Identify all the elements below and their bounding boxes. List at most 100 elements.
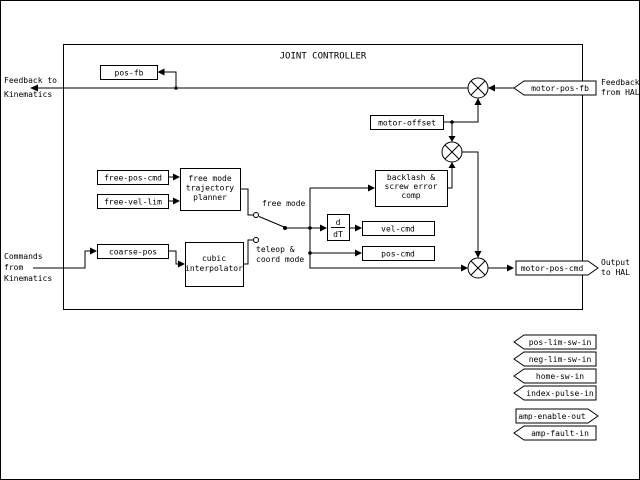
backlash-comp-line2: screw error xyxy=(385,182,438,191)
amp-fault-in-label: amp-fault-in xyxy=(531,429,589,438)
amp-fault-in-tag xyxy=(513,425,597,441)
wire-interpolator-to-switch xyxy=(243,239,253,265)
wire-offset-junction-to-output-junction xyxy=(462,151,479,252)
arrowhead-into-output-junction-left xyxy=(461,264,468,272)
block-trajectory-planner: free mode trajectory planner xyxy=(180,168,241,211)
motor-offset-box xyxy=(370,115,444,130)
mode-switch xyxy=(253,212,287,243)
junction-pos-fb-tap xyxy=(174,86,178,90)
wire-backlash-to-offset-junction xyxy=(447,167,453,189)
hal-pin-motor-pos-cmd: motor-pos-cmd xyxy=(515,260,599,276)
wire-planner-to-switch xyxy=(240,188,253,216)
derivative-denominator: dT xyxy=(333,230,343,239)
motor-offset-label: motor-offset xyxy=(378,119,436,128)
coarse-pos-box xyxy=(97,244,169,259)
cubic-interpolator-line1: cubic xyxy=(202,254,226,263)
free-vel-lim-label: free-vel-lim xyxy=(104,198,162,207)
offset-junction-x2 xyxy=(444,144,460,160)
feedback-to-kinematics-line2: Kinematics xyxy=(4,90,52,99)
hal-pin-amp-enable-out: amp-enable-out xyxy=(515,408,599,424)
arrowhead-feedback-left xyxy=(30,84,38,92)
output-junction-x2 xyxy=(470,260,486,276)
index-pulse-in-tag xyxy=(513,385,597,401)
trajectory-planner-line3: planner xyxy=(193,193,227,202)
block-free-vel-lim: free-vel-lim xyxy=(97,194,169,209)
output-to-hal-line1: Output xyxy=(601,258,630,267)
trajectory-planner-box xyxy=(180,168,241,211)
trajectory-planner-line2: trajectory xyxy=(186,184,234,193)
teleop-label-line2: coord mode xyxy=(256,255,304,264)
pos-fb-box xyxy=(100,65,158,80)
arrowhead-into-backlash xyxy=(368,184,375,192)
motor-pos-cmd-label: motor-pos-cmd xyxy=(521,264,584,273)
commands-from-kinematics-line3: Kinematics xyxy=(4,274,52,283)
backlash-comp-line1: backlash & xyxy=(387,173,435,182)
hal-pin-index-pulse-in: index-pulse-in xyxy=(513,385,597,401)
hal-pin-amp-fault-in: amp-fault-in xyxy=(513,425,597,441)
hal-pin-home-sw-in: home-sw-in xyxy=(513,368,597,384)
free-pos-cmd-box xyxy=(97,170,169,185)
arrowhead-into-planner-bottom xyxy=(173,197,180,205)
commands-from-kinematics-line2: from xyxy=(4,263,23,272)
pos-cmd-label: pos-cmd xyxy=(381,250,415,259)
block-coarse-pos: coarse-pos xyxy=(97,244,169,259)
arrowhead-into-interpolator xyxy=(178,260,185,268)
pos-cmd-box xyxy=(362,246,435,261)
switch-pole xyxy=(283,226,287,230)
block-pos-fb: pos-fb xyxy=(100,65,158,80)
index-pulse-in-label: index-pulse-in xyxy=(526,389,594,398)
free-mode-label: free mode xyxy=(262,199,306,208)
neg-lim-sw-in-tag xyxy=(513,351,597,367)
arrowhead-into-planner-top xyxy=(173,173,180,181)
cubic-interpolator-box xyxy=(185,242,244,287)
hal-pin-pos-lim-sw-in: pos-lim-sw-in xyxy=(513,334,597,350)
commands-from-kinematics-line1: Commands xyxy=(4,252,43,261)
block-motor-offset: motor-offset xyxy=(370,115,444,130)
pos-lim-sw-in-tag xyxy=(513,334,597,350)
feedback-to-kinematics-line1: Feedback to xyxy=(4,76,57,85)
arrowhead-offset-up xyxy=(474,98,482,105)
summing-junction-offset xyxy=(441,141,463,163)
arrowhead-offset-down xyxy=(448,136,456,142)
feedback-from-hal-line1: Feedback xyxy=(601,78,640,87)
summing-junction-output xyxy=(467,257,489,279)
home-sw-in-label: home-sw-in xyxy=(536,372,584,381)
hal-pin-neg-lim-sw-in: neg-lim-sw-in xyxy=(513,351,597,367)
block-derivative: d dT xyxy=(327,214,350,241)
arrowhead-into-pos-fb xyxy=(157,68,165,76)
coarse-pos-label: coarse-pos xyxy=(109,248,157,257)
wire-commands-in xyxy=(33,250,90,269)
diagram-title: JOINT CONTROLLER xyxy=(280,52,367,62)
feedback-from-hal-line2: from HAL xyxy=(601,88,640,97)
arrowhead-backlash-up xyxy=(448,162,456,168)
summing-junction-feedback xyxy=(467,77,489,99)
switch-blade xyxy=(258,216,285,228)
derivative-numerator: d xyxy=(336,218,341,227)
wire-command-bus xyxy=(309,188,462,269)
motor-pos-cmd-tag xyxy=(515,260,599,276)
backlash-comp-line3: comp xyxy=(401,191,420,200)
wire-coarse-pos-to-interpolator xyxy=(168,250,178,265)
pos-lim-sw-in-label: pos-lim-sw-in xyxy=(529,338,592,347)
pos-fb-label: pos-fb xyxy=(115,69,144,78)
amp-enable-out-tag xyxy=(515,408,599,424)
hal-pin-motor-pos-fb: motor-pos-fb xyxy=(513,80,597,96)
arrowhead-into-output-junction-top xyxy=(474,251,482,258)
block-cubic-interpolator: cubic interpolator xyxy=(185,242,244,287)
motor-pos-fb-label: motor-pos-fb xyxy=(531,84,589,93)
home-sw-in-tag xyxy=(513,368,597,384)
wire-motor-offset-to-feedback-junction xyxy=(443,104,479,123)
arrowhead-into-pos-cmd xyxy=(355,249,362,257)
free-vel-lim-box xyxy=(97,194,169,209)
motor-pos-fb-tag xyxy=(513,80,597,96)
arrowhead-into-vel-cmd xyxy=(355,224,362,232)
block-free-pos-cmd: free-pos-cmd xyxy=(97,170,169,185)
switch-contact-teleop xyxy=(253,237,259,243)
feedback-junction-x2 xyxy=(470,80,486,96)
output-to-hal-line2: to HAL xyxy=(601,268,630,277)
teleop-label-line1: teleop & xyxy=(256,245,295,254)
block-vel-cmd: vel-cmd xyxy=(362,221,435,236)
backlash-comp-box xyxy=(375,170,448,207)
trajectory-planner-line1: free mode xyxy=(188,174,232,183)
wire-pos-fb-tap xyxy=(163,71,177,88)
